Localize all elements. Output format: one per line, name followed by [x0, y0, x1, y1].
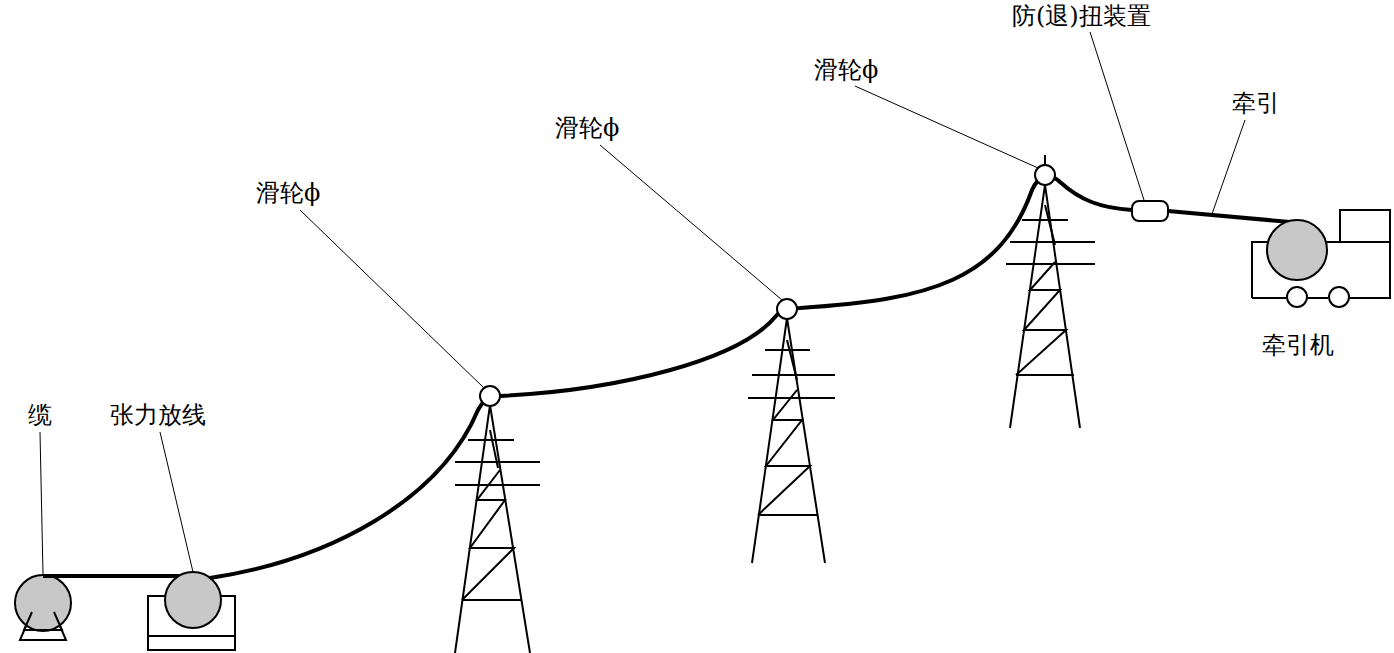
tensioner: [148, 572, 235, 650]
tower: [1006, 155, 1095, 428]
part-label: 牵引机: [1262, 330, 1334, 360]
conductor: [210, 176, 1132, 578]
part-label: 滑轮ϕ: [555, 113, 619, 143]
leader-line: [40, 32, 1245, 574]
tower: [748, 299, 835, 563]
tower: [455, 386, 540, 653]
part-label: 滑轮ϕ: [814, 55, 878, 85]
puller: [1252, 210, 1390, 307]
cable: [43, 574, 193, 578]
part-label: 牵引: [1232, 88, 1280, 118]
pulling-rope: [1168, 211, 1290, 222]
part-label: 防(退)扭装置: [1012, 1, 1151, 31]
part-label: 缆: [28, 400, 52, 430]
anti-twist-device: [1132, 201, 1168, 221]
cable-reel: [15, 575, 71, 640]
part-label: 张力放线: [110, 400, 206, 430]
part-label: 滑轮ϕ: [256, 178, 320, 208]
